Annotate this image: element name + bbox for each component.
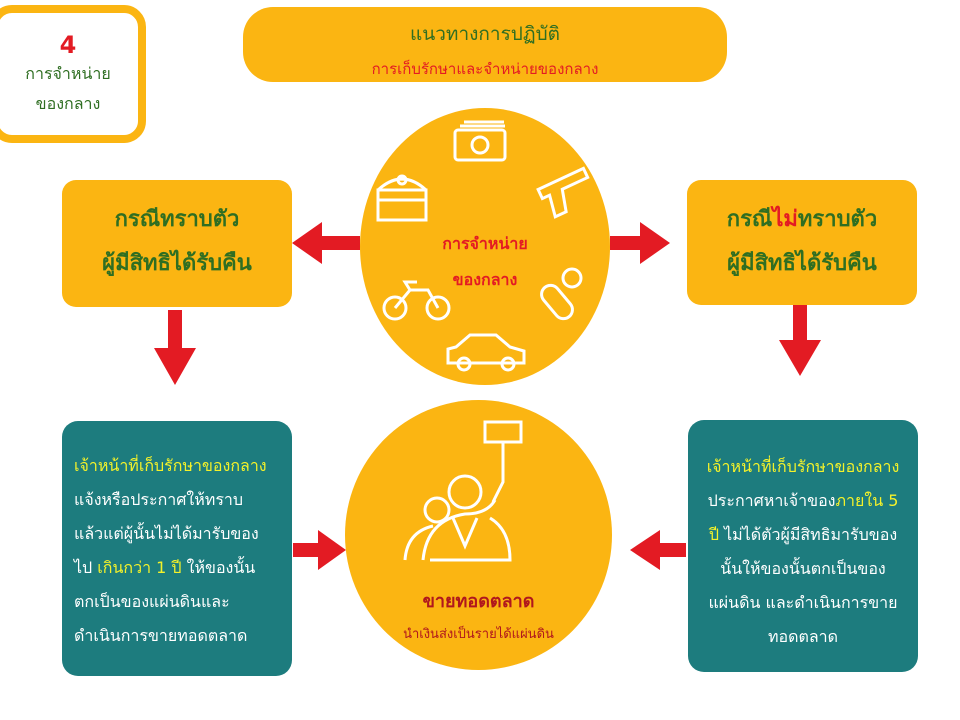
arrow-right-icon (610, 222, 670, 264)
auction-subtitle: นำเงินส่งเป็นรายได้แผ่นดิน (403, 627, 554, 642)
case-line1: กรณีไม่ทราบตัว (687, 198, 917, 242)
gun-icon (536, 166, 590, 219)
badge-line1: การจำหน่าย (25, 64, 111, 83)
motorcycle-icon (382, 280, 451, 321)
detail-text: ไม่ได้ตัวผู้มีสิทธิมารับของ (719, 525, 898, 544)
section-number: 4 (59, 31, 77, 59)
detail-highlight: เกินกว่า 1 ปี (97, 558, 182, 577)
detail-line: ดำเนินการขายทอดตลาด (74, 626, 248, 645)
case-line2: ผู้มีสิทธิได้รับคืน (727, 251, 877, 276)
case-line1: กรณีทราบตัว (114, 207, 240, 232)
auction-title: ขายทอดตลาด (422, 591, 535, 612)
arrow-down-icon (779, 305, 821, 376)
auction-circle: ขายทอดตลาด นำเงินส่งเป็นรายได้แผ่นดิน (345, 400, 612, 670)
section-badge: 4 การจำหน่าย ของกลาง (0, 5, 146, 143)
detail-text: ให้ของนั้น (181, 558, 256, 577)
money-icon (453, 120, 507, 162)
badge-line2: ของกลาง (35, 94, 101, 113)
car-icon (446, 333, 526, 372)
header-banner: แนวทางการปฏิบัติ การเก็บรักษาและจำหน่ายข… (243, 7, 727, 82)
detail-line: ตกเป็นของแผ่นดินและ (74, 592, 230, 611)
case-post: ทราบตัว (797, 207, 878, 232)
detail-highlight: ปี (708, 525, 719, 544)
disposal-circle: การจำหน่าย ของกลาง (360, 108, 610, 385)
known-owner-detail: เจ้าหน้าที่เก็บรักษาของกลาง แจ้งหรือประก… (62, 421, 292, 676)
arrow-left-icon (292, 222, 360, 264)
detail-text: ประกาศหาเจ้าของ (707, 491, 836, 510)
detail-line: แจ้งหรือประกาศให้ทราบ (74, 490, 244, 509)
detail-line: ปี ไม่ได้ตัวผู้มีสิทธิมารับของ (688, 518, 918, 552)
case-unknown-owner: กรณีไม่ทราบตัว ผู้มีสิทธิได้รับคืน (687, 180, 917, 305)
center-title-line1: การจำหน่าย (442, 234, 528, 253)
case-highlight: ไม่ (772, 207, 798, 232)
auction-person-icon (403, 420, 523, 562)
detail-line: ประกาศหาเจ้าของภายใน 5 (688, 484, 918, 518)
detail-line: ทอดตลาด (767, 627, 839, 646)
detail-text: ไป (74, 558, 98, 577)
arrow-right-icon (293, 530, 346, 570)
page-subtitle: การเก็บรักษาและจำหน่ายของกลาง (371, 60, 599, 78)
detail-officer: เจ้าหน้าที่เก็บรักษาของกลาง (74, 456, 267, 475)
detail-line: ไป เกินกว่า 1 ปี ให้ของนั้น (74, 551, 292, 585)
detail-officer: เจ้าหน้าที่เก็บรักษาของกลาง (706, 457, 900, 476)
detail-highlight: ภายใน 5 (835, 491, 899, 510)
arrow-down-icon (154, 310, 196, 385)
arrow-left-icon (630, 530, 686, 570)
unknown-owner-detail: เจ้าหน้าที่เก็บรักษาของกลาง ประกาศหาเจ้า… (688, 420, 918, 672)
detail-line: แผ่นดิน และดำเนินการขาย (708, 593, 898, 612)
case-line2: ผู้มีสิทธิได้รับคืน (102, 251, 252, 276)
detail-line: นั้นให้ของนั้นตกเป็นของ (720, 559, 886, 578)
pills-icon (540, 267, 583, 321)
treasure-chest-icon (376, 174, 428, 222)
case-known-owner: กรณีทราบตัว ผู้มีสิทธิได้รับคืน (62, 180, 292, 307)
case-pre: กรณี (726, 207, 773, 232)
detail-line: แล้วแต่ผู้นั้นไม่ได้มารับของ (74, 524, 259, 543)
page-title: แนวทางการปฏิบัติ (410, 23, 560, 45)
center-title-line2: ของกลาง (452, 270, 518, 289)
